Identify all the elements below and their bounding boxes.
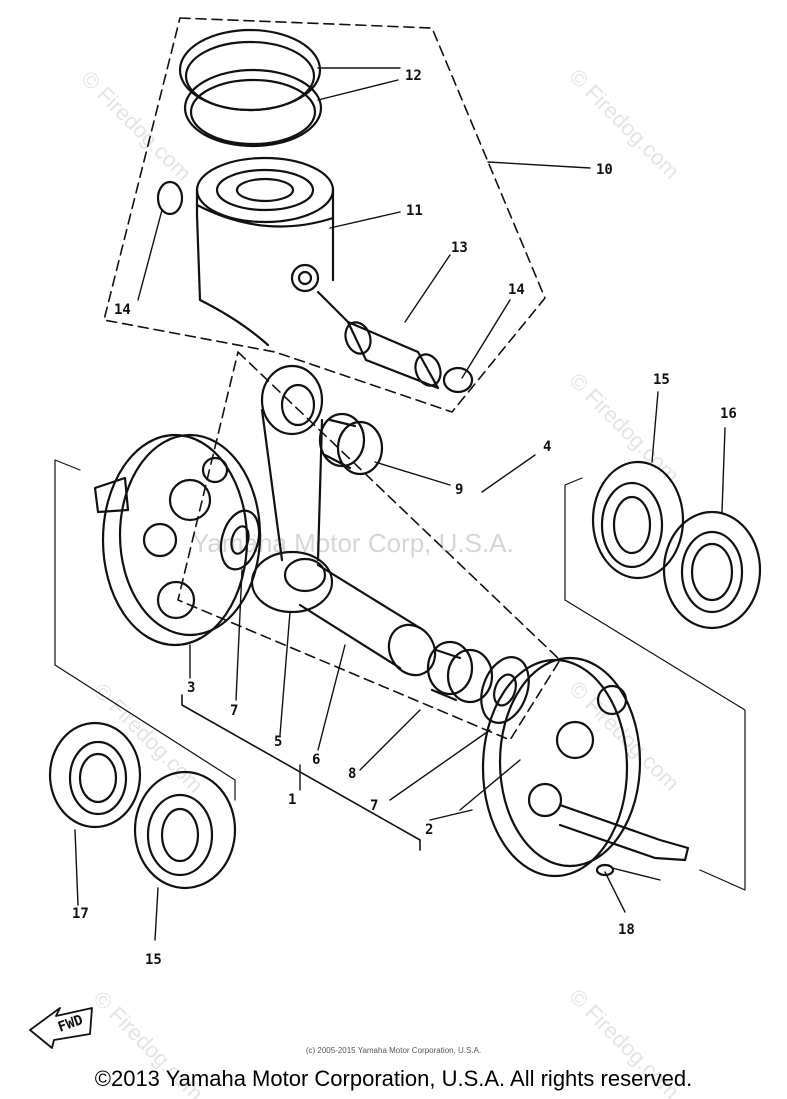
- callout-labels: 1 2 3 4 5 6 7 7 8 9 10 11 12 13 14 14 15…: [72, 68, 737, 968]
- crank-pin: [298, 563, 437, 677]
- callout-15-top: 15: [653, 372, 670, 388]
- piston-group-boundary: [103, 17, 546, 413]
- callout-17: 17: [72, 906, 89, 922]
- fwd-arrow-icon: [29, 1007, 93, 1049]
- piston-pin-clip-right: [442, 366, 474, 394]
- crankshaft-right-half: [481, 656, 690, 878]
- bearing-group-right-boundary: [564, 599, 746, 891]
- small-end-bearing: [318, 412, 384, 476]
- callout-18: 18: [618, 922, 635, 938]
- crankshaft-left-half: [93, 433, 262, 647]
- oil-seal-left: [48, 721, 142, 829]
- bearing-group-left-top: [54, 459, 81, 666]
- callout-5: 5: [274, 734, 282, 750]
- leader-lines: [74, 67, 726, 941]
- callout-7-left: 7: [230, 703, 238, 719]
- callout-1: 1: [288, 792, 296, 808]
- callout-10: 10: [596, 162, 613, 178]
- callout-6: 6: [312, 752, 320, 768]
- callout-2: 2: [425, 822, 433, 838]
- callout-7-right: 7: [370, 798, 378, 814]
- callout-3: 3: [187, 680, 195, 696]
- oil-seal-right: [662, 510, 762, 630]
- crank-bearing-left: [133, 770, 237, 890]
- callout-4: 4: [543, 439, 551, 455]
- big-end-bearing: [426, 640, 494, 704]
- callout-14-left: 14: [114, 302, 131, 318]
- callout-16: 16: [720, 406, 737, 422]
- piston: [195, 156, 335, 347]
- connecting-rod: [250, 364, 334, 614]
- crank-assembly-bracket: [181, 694, 421, 851]
- callout-14-right: 14: [508, 282, 525, 298]
- small-copyright-note: (c) 2005-2015 Yamaha Motor Corporation, …: [305, 1046, 482, 1055]
- callout-12: 12: [405, 68, 422, 84]
- bearing-group-left-boundary: [54, 664, 236, 801]
- woodruff-key: [595, 863, 615, 877]
- callout-11: 11: [406, 203, 423, 219]
- piston-pin-clip-left: [156, 180, 184, 216]
- callout-15-bottom: 15: [145, 952, 162, 968]
- watermark-top-right: © Firedog.com: [564, 64, 684, 184]
- piston-ring-set: [178, 28, 323, 148]
- callout-13: 13: [451, 240, 468, 256]
- crank-bearing-right: [591, 460, 685, 580]
- thrust-washer-right: [480, 656, 530, 724]
- footer-copyright: ©2013 Yamaha Motor Corporation, U.S.A. A…: [94, 1066, 693, 1091]
- bearing-group-right-top: [564, 477, 583, 601]
- watermark-top-left: © Firedog.com: [76, 66, 196, 186]
- callout-8: 8: [348, 766, 356, 782]
- piston-pin: [316, 290, 442, 390]
- watermark-layer: © Firedog.com © Firedog.com © Firedog.co…: [76, 64, 684, 1099]
- callout-9: 9: [455, 482, 463, 498]
